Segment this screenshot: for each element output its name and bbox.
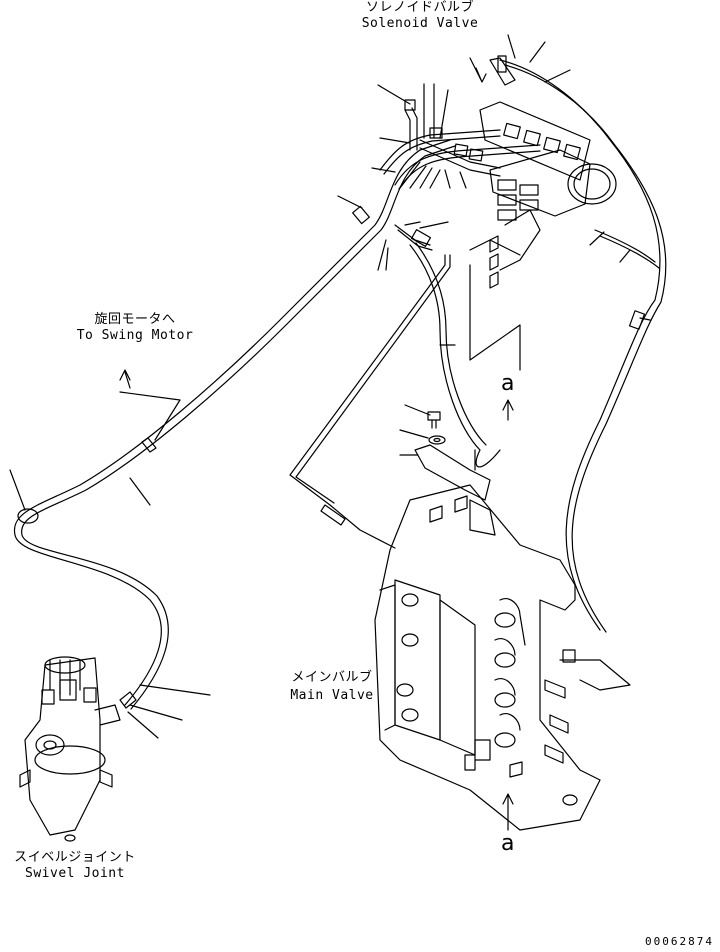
swivel-joint-label-jp: スイベルジョイント (14, 850, 136, 865)
pilot-line-main (289, 242, 501, 549)
bracket-assembly (414, 411, 491, 501)
leader-lines (9, 34, 651, 739)
view-a-label-bottom: a (501, 831, 515, 856)
main-valve-body (374, 484, 631, 831)
main-valve-label-en: Main Valve (290, 688, 374, 703)
solenoid-valve-label-jp: ソレノイドバルブ (365, 0, 474, 15)
view-a-arrow-top (502, 399, 514, 421)
hose-fitting (320, 504, 346, 526)
swing-motor-label-jp: 旋回モータへ (94, 312, 176, 327)
arrows (119, 57, 514, 831)
hose-fitting (119, 691, 137, 709)
solenoid-valve-label-en: Solenoid Valve (361, 16, 479, 31)
solenoid-valve-block (469, 55, 617, 289)
hose-clamp (17, 508, 39, 524)
swivel-joint (19, 656, 121, 842)
swing-arrow (119, 369, 131, 389)
solenoid-arrow (469, 57, 487, 83)
swing-motor-label-en: To Swing Motor (76, 328, 194, 343)
view-a-arrow-bottom (502, 793, 514, 831)
view-a-label-top: a (501, 371, 515, 396)
right-pilot-hose (499, 59, 667, 633)
solenoid-tubes (352, 99, 541, 251)
drawing-number: 00062874 (645, 935, 714, 948)
main-valve-label-jp: メインバルブ (291, 670, 373, 685)
swing-motor-hose (13, 139, 456, 710)
swivel-joint-label-en: Swivel Joint (25, 866, 125, 881)
hose-fitting (141, 437, 157, 453)
